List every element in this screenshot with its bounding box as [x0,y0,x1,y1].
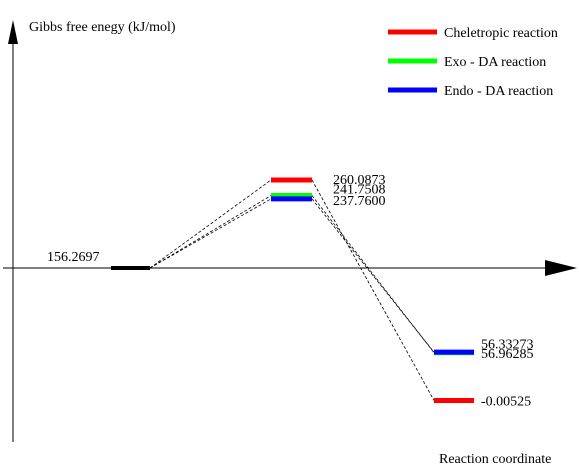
x-axis-arrow-icon [545,260,577,276]
ts-value-label-3: 237.7600 [333,194,386,209]
ts-value-label-2: 241.7508 [333,183,386,198]
y-axis-label: Gibbs free enegy (kJ/mol) [29,20,176,35]
legend-label-1: Cheletropic reaction [444,26,558,41]
reactant-value-label: 156.2697 [47,250,100,265]
product-value-label-3: 56.96285 [481,347,534,362]
product-value-label-2: 56.33273 [481,338,534,353]
connector-3-b [311,198,435,353]
connectors [149,179,435,401]
connector-2-b [311,195,435,353]
axes: Gibbs free enegy (kJ/mol) Reaction coord… [3,20,577,467]
ts-value-label-1: 260.0873 [333,173,386,188]
connector-1-a [149,179,272,269]
legend-label-3: Endo - DA reaction [444,84,553,99]
energy-levels [111,177,474,403]
connector-3-a [149,198,272,269]
value-labels: 156.2697 260.0873 -0.00525 241.7508 56.33273… [47,173,534,409]
x-axis-label: Reaction coordinate [439,452,551,467]
connector-1-b [311,179,435,401]
y-axis-arrow-icon [8,20,18,44]
product-value-label-1: -0.00525 [481,394,531,409]
legend-label-2: Exo - DA reaction [444,55,546,70]
connector-2-a [149,195,272,269]
